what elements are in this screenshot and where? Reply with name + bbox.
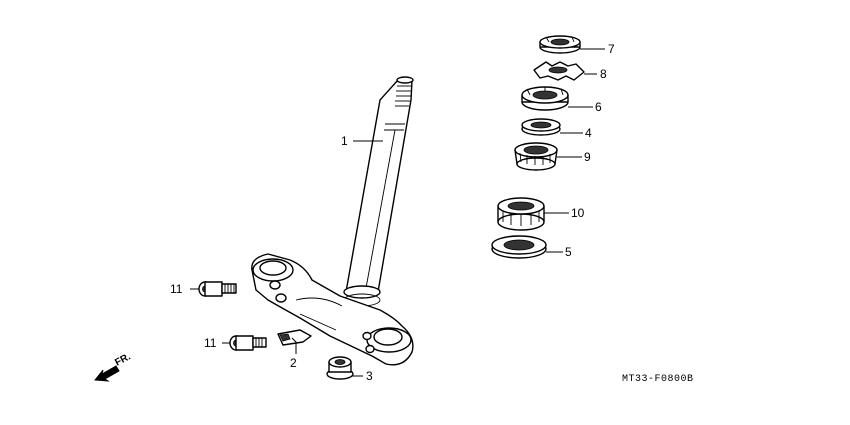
diagram-reference-code: MT33-F0800B	[622, 374, 694, 385]
callout-10: 10	[571, 206, 585, 220]
cable-clip	[277, 329, 312, 346]
callouts: 1 2 3 4 5 6 7 8 9 10 11 11	[170, 42, 615, 383]
callout-6: 6	[595, 100, 602, 114]
upper-bearing	[514, 142, 558, 171]
callout-5: 5	[565, 245, 572, 259]
lock-washer	[533, 61, 585, 81]
callout-8: 8	[600, 67, 607, 81]
front-label: FR.	[113, 351, 133, 368]
lower-bearing	[497, 197, 545, 231]
callout-11-upper: 11	[170, 282, 183, 296]
callout-9: 9	[584, 150, 591, 164]
callout-1: 1	[341, 134, 348, 148]
front-arrow-icon	[94, 365, 120, 382]
front-direction-indicator: FR.	[94, 351, 133, 382]
lower-dust-seal	[491, 235, 547, 259]
adjust-nut	[521, 86, 569, 111]
lock-nut	[539, 35, 581, 54]
callout-3: 3	[366, 369, 373, 383]
leader-lines	[190, 48, 605, 377]
steering-stem	[251, 76, 414, 366]
dust-seal	[521, 118, 561, 136]
callout-4: 4	[585, 126, 592, 140]
bolt-upper	[198, 281, 237, 297]
callout-7: 7	[608, 42, 615, 56]
callout-11-lower: 11	[204, 336, 217, 350]
bolt-lower	[229, 335, 267, 351]
stem-nut	[326, 356, 354, 380]
callout-2: 2	[290, 356, 297, 370]
